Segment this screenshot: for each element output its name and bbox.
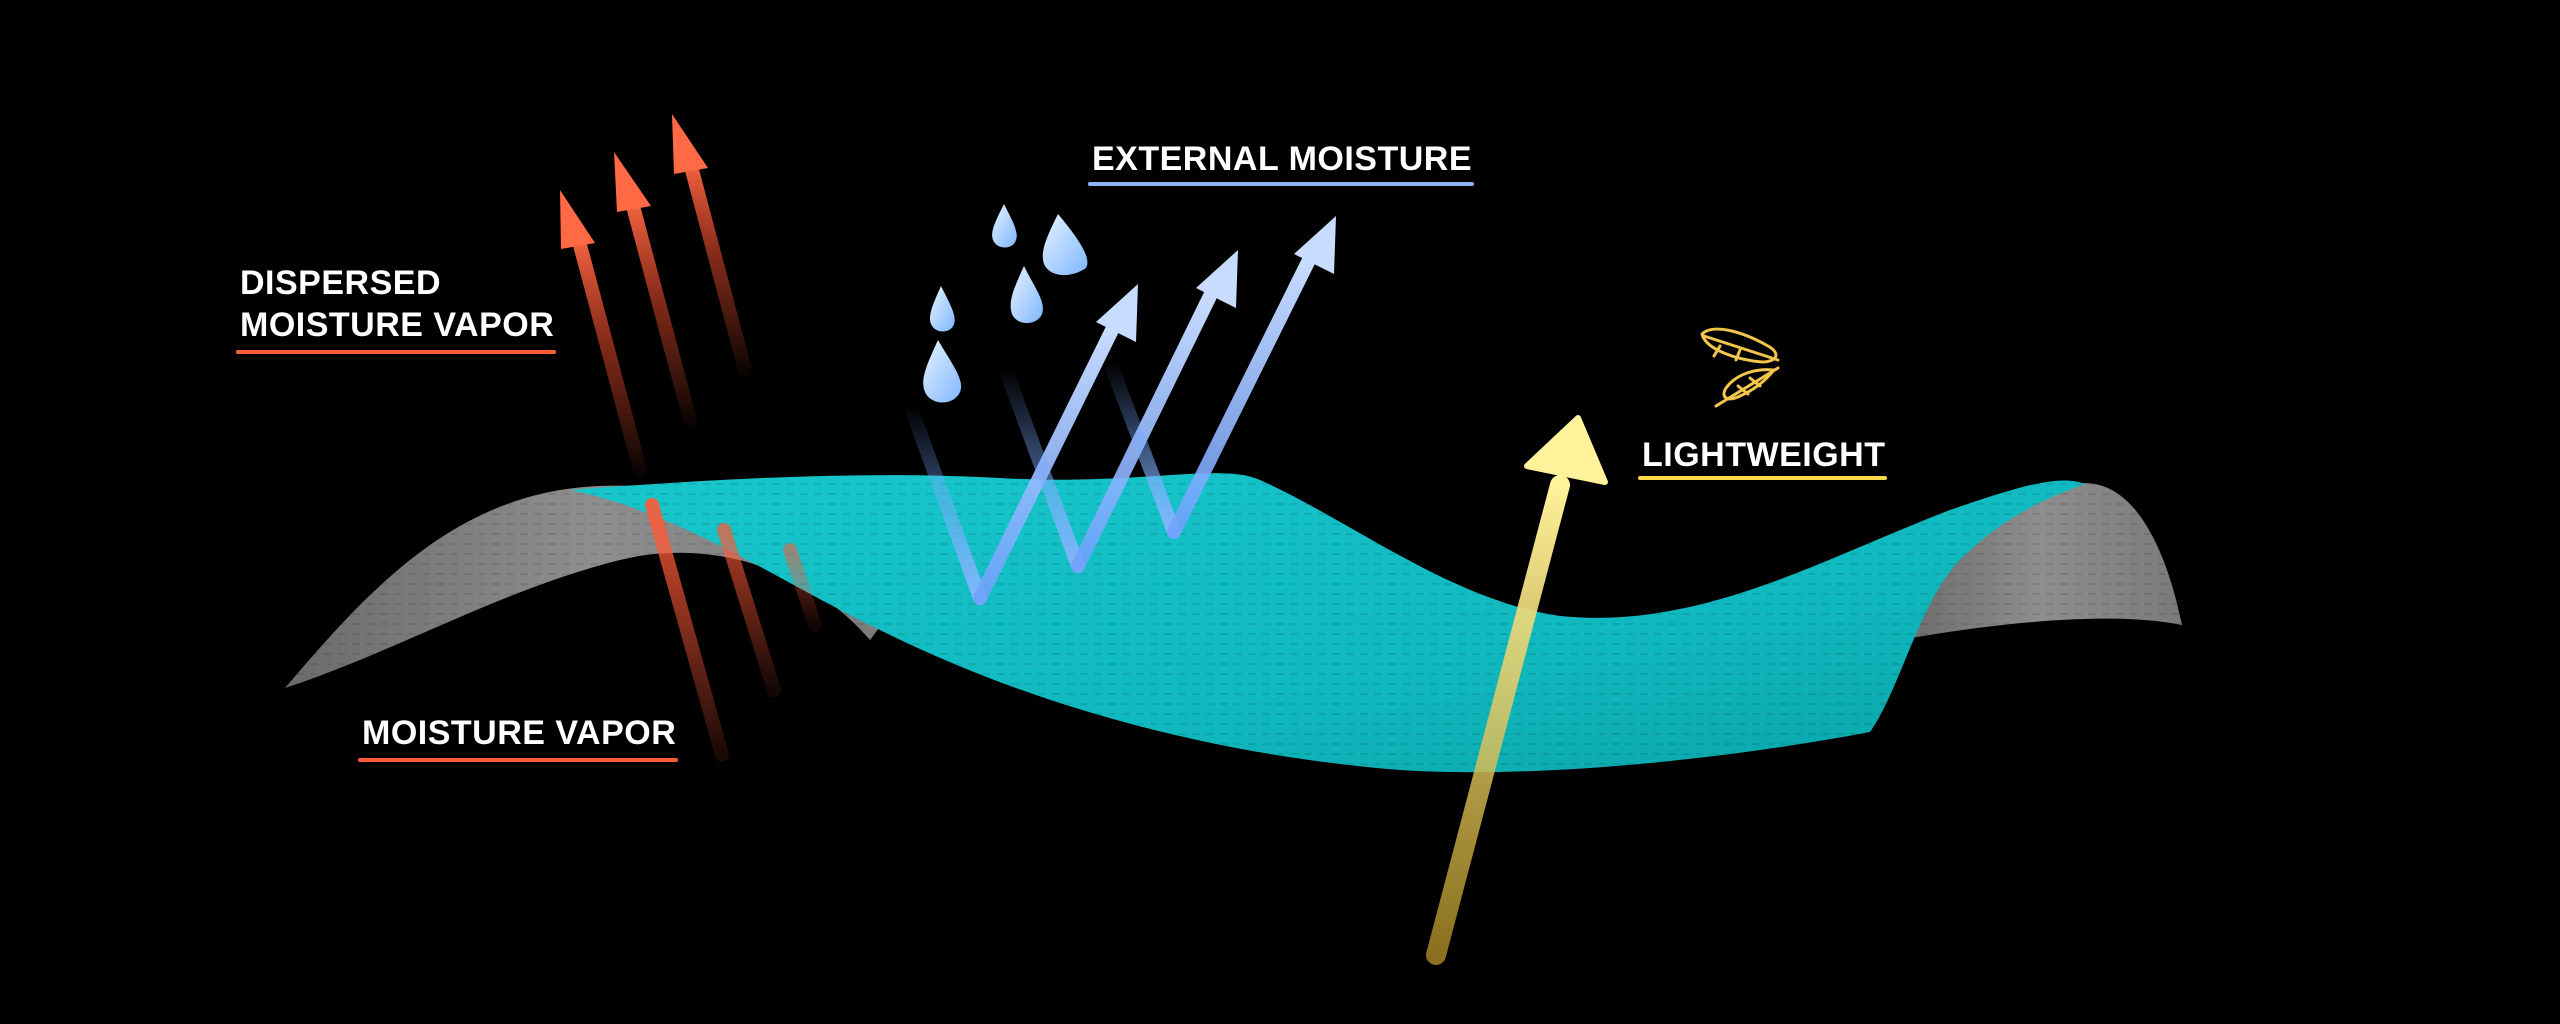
vapor-arrow-lower-1: [645, 498, 729, 762]
external-arrow-2: [998, 250, 1238, 573]
dispersed-label-underline: [236, 350, 557, 354]
fabric-teal-texture: [570, 473, 2085, 773]
external-moisture-label-underline: [1088, 182, 1475, 186]
vapor-arrow-1: [560, 190, 647, 477]
vapor-arrow-lower-3: [783, 543, 822, 632]
droplet-icon: [923, 204, 1088, 403]
moisture-vapor-label: MOISTURE VAPOR: [358, 712, 679, 762]
lightweight-arrow: [1426, 415, 1608, 965]
external-moisture-label-text: EXTERNAL MOISTURE: [1092, 140, 1473, 178]
external-arrow-3: [1103, 216, 1336, 539]
external-moisture-label: EXTERNAL MOISTURE: [1088, 138, 1475, 186]
lightweight-label: LIGHTWEIGHT: [1638, 434, 1888, 480]
dispersed-label-line-1: DISPERSED: [240, 264, 441, 302]
fabric-gray-layer-right-texture: [1900, 483, 2182, 640]
vapor-arrow-3: [672, 114, 752, 377]
feather-icon: [1700, 327, 1780, 408]
lightweight-label-underline: [1638, 476, 1888, 480]
moisture-vapor-label-underline: [358, 758, 679, 762]
moisture-vapor-label-text: MOISTURE VAPOR: [362, 714, 677, 752]
dispersed-moisture-vapor-label: DISPERSED MOISTURE VAPOR: [236, 262, 557, 354]
lightweight-label-text: LIGHTWEIGHT: [1642, 436, 1886, 474]
dispersed-label-line-2: MOISTURE VAPOR: [240, 306, 555, 344]
vapor-arrow-2: [614, 152, 697, 427]
vapor-arrow-lower-2: [717, 523, 781, 697]
